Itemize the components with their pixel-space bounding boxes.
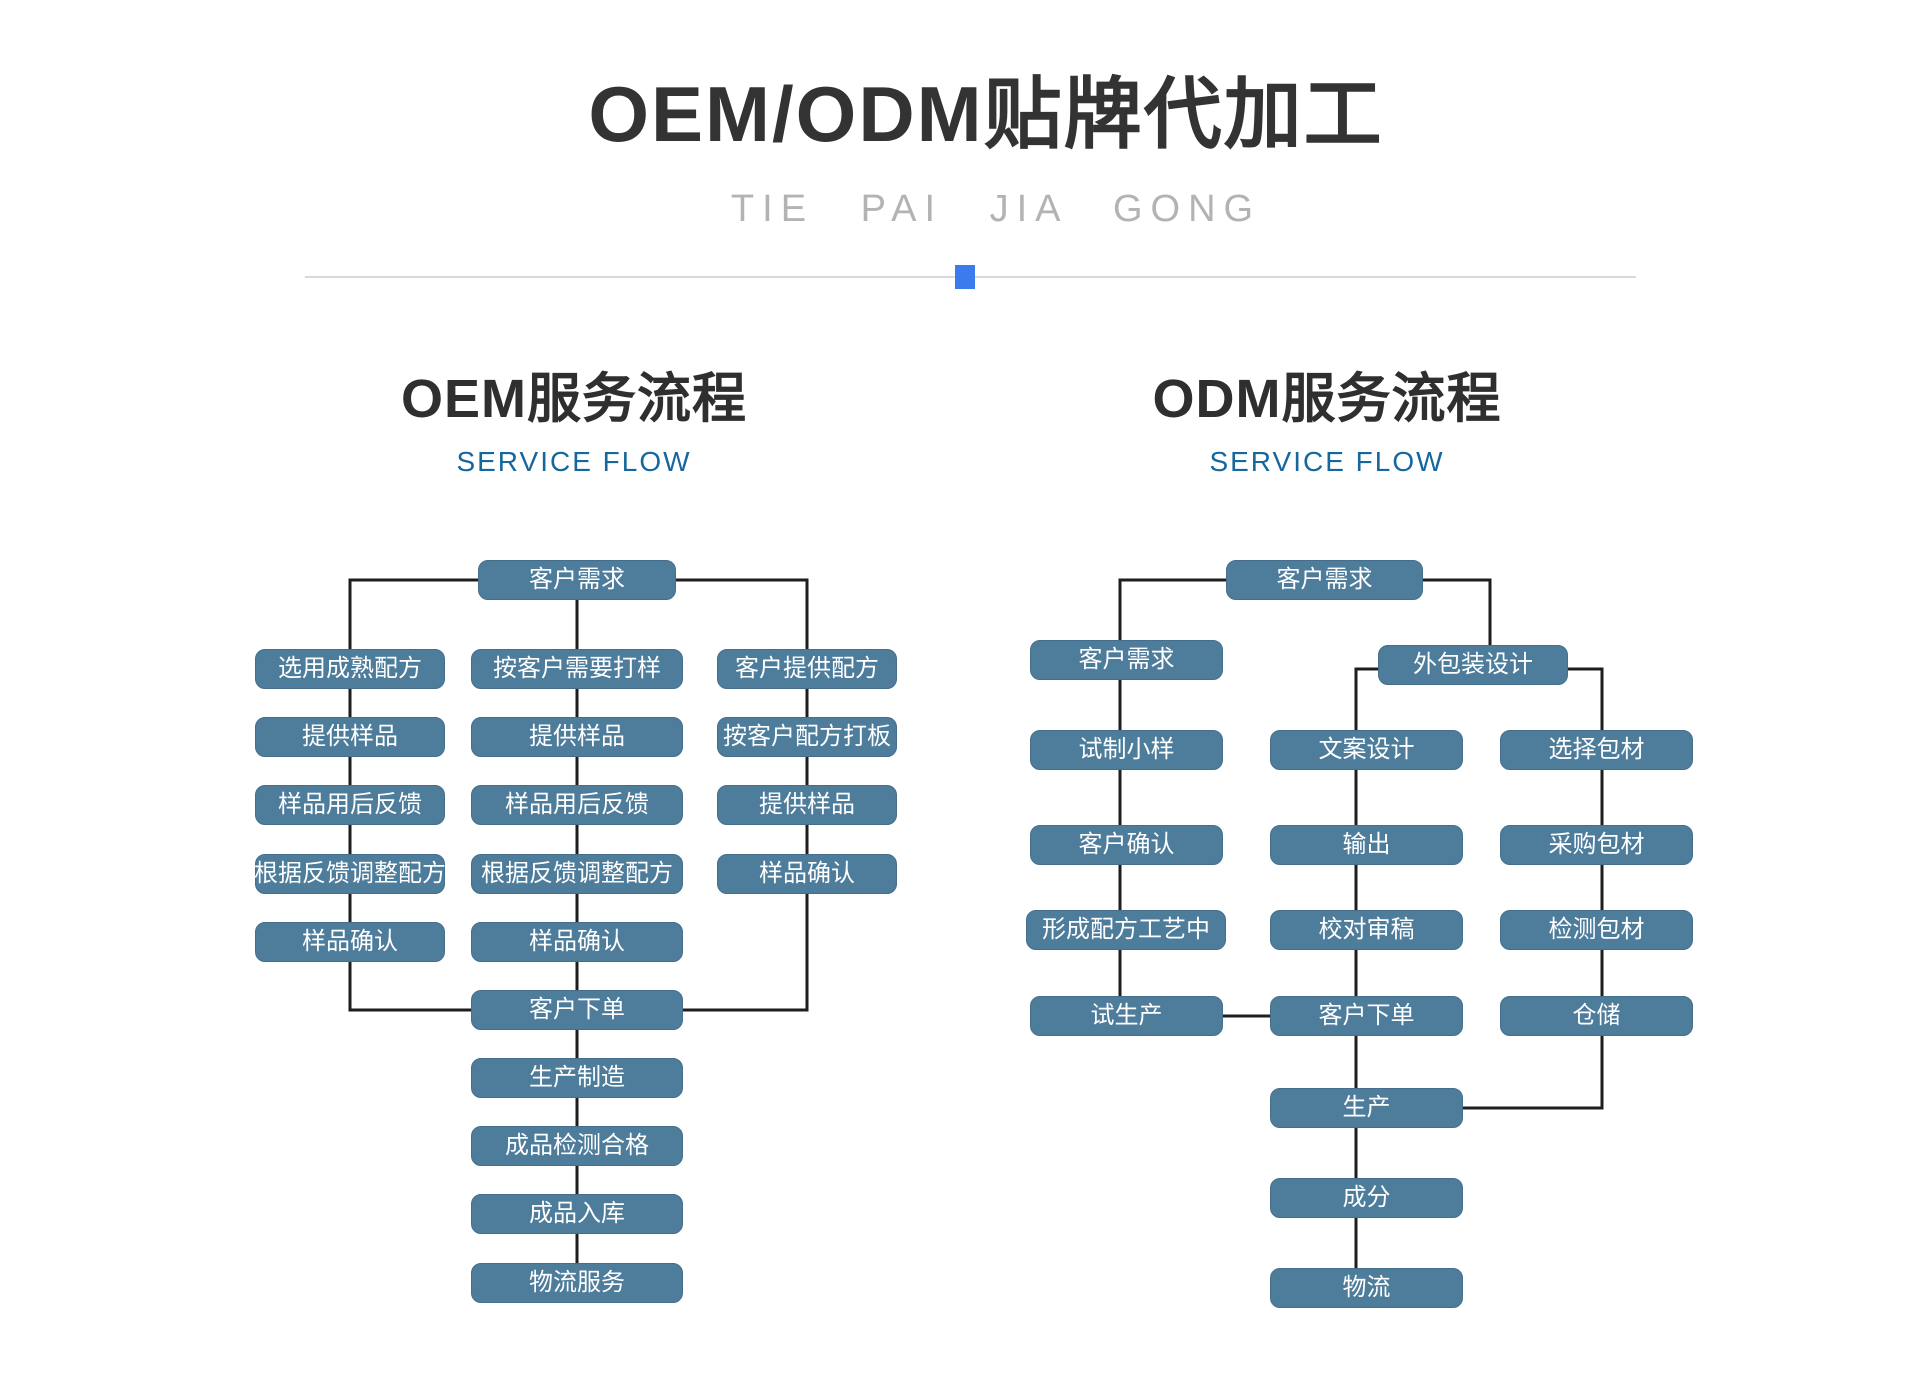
oem-node-logistics-service: 物流服务 — [471, 1263, 683, 1303]
page-subtitle: TIE PAI JIA GONG — [730, 188, 1262, 230]
oem-subheading: SERVICE FLOW — [456, 446, 692, 478]
oem-node-provide-sample-2: 提供样品 — [471, 717, 683, 757]
oem-heading: OEM服务流程 — [400, 369, 748, 429]
oem-node-customer-demand: 客户需求 — [478, 560, 676, 600]
oem-node-board-per-formula: 按客户配方打板 — [717, 717, 897, 757]
odm-node-customer-demand-top: 客户需求 — [1226, 560, 1423, 600]
oem-node-production: 生产制造 — [471, 1058, 683, 1098]
divider-accent-square — [955, 265, 975, 289]
oem-node-adjust-formula-1: 根据反馈调整配方 — [254, 854, 446, 894]
oem-node-provide-sample-3: 提供样品 — [717, 785, 897, 825]
oem-node-sample-confirm-2: 样品确认 — [471, 922, 683, 962]
odm-node-logistics: 物流 — [1270, 1268, 1463, 1308]
odm-node-output: 输出 — [1270, 825, 1463, 865]
odm-node-package-design: 外包装设计 — [1378, 645, 1568, 685]
odm-node-select-packaging: 选择包材 — [1500, 730, 1693, 770]
oem-node-sample-feedback-2: 样品用后反馈 — [471, 785, 683, 825]
odm-node-purchase-packaging: 采购包材 — [1500, 825, 1693, 865]
odm-node-trial-production: 试生产 — [1030, 996, 1223, 1036]
oem-node-inspection-pass: 成品检测合格 — [471, 1126, 683, 1166]
page-title: OEM/ODM贴牌代加工 — [588, 70, 1384, 158]
oem-node-adjust-formula-2: 根据反馈调整配方 — [471, 854, 683, 894]
odm-node-form-formula-process: 形成配方工艺中 — [1026, 910, 1226, 950]
oem-node-sample-confirm-1: 样品确认 — [255, 922, 445, 962]
odm-section-header: ODM服务流程 SERVICE FLOW — [1153, 368, 1502, 478]
oem-node-provide-sample-1: 提供样品 — [255, 717, 445, 757]
odm-node-copy-design: 文案设计 — [1270, 730, 1463, 770]
odm-node-trial-sample: 试制小样 — [1030, 730, 1223, 770]
odm-heading: ODM服务流程 — [1152, 369, 1502, 429]
odm-middle-column-line — [1354, 667, 1378, 1268]
oem-node-customer-order: 客户下单 — [471, 990, 683, 1030]
odm-node-storage: 仓储 — [1500, 996, 1693, 1036]
odm-node-production: 生产 — [1270, 1088, 1463, 1128]
odm-node-customer-confirm: 客户确认 — [1030, 825, 1223, 865]
odm-node-customer-demand: 客户需求 — [1030, 640, 1223, 680]
oem-node-use-mature-formula: 选用成熟配方 — [255, 649, 445, 689]
odm-top-to-package-line — [1423, 578, 1492, 647]
oem-node-sample-confirm-3: 样品确认 — [717, 854, 897, 894]
oem-node-sample-per-need: 按客户需要打样 — [471, 649, 683, 689]
oem-section-header: OEM服务流程 SERVICE FLOW — [401, 368, 747, 478]
oem-node-customer-formula: 客户提供配方 — [717, 649, 897, 689]
odm-subheading: SERVICE FLOW — [1209, 446, 1445, 478]
oem-node-warehouse-in: 成品入库 — [471, 1194, 683, 1234]
odm-left-branch-line — [1118, 578, 1226, 1016]
odm-node-ingredients: 成分 — [1270, 1178, 1463, 1218]
odm-right-column-line — [1463, 667, 1604, 1110]
odm-node-test-packaging: 检测包材 — [1500, 910, 1693, 950]
oem-node-sample-feedback-1: 样品用后反馈 — [255, 785, 445, 825]
odm-node-customer-order: 客户下单 — [1270, 996, 1463, 1036]
odm-node-proofreading: 校对审稿 — [1270, 910, 1463, 950]
